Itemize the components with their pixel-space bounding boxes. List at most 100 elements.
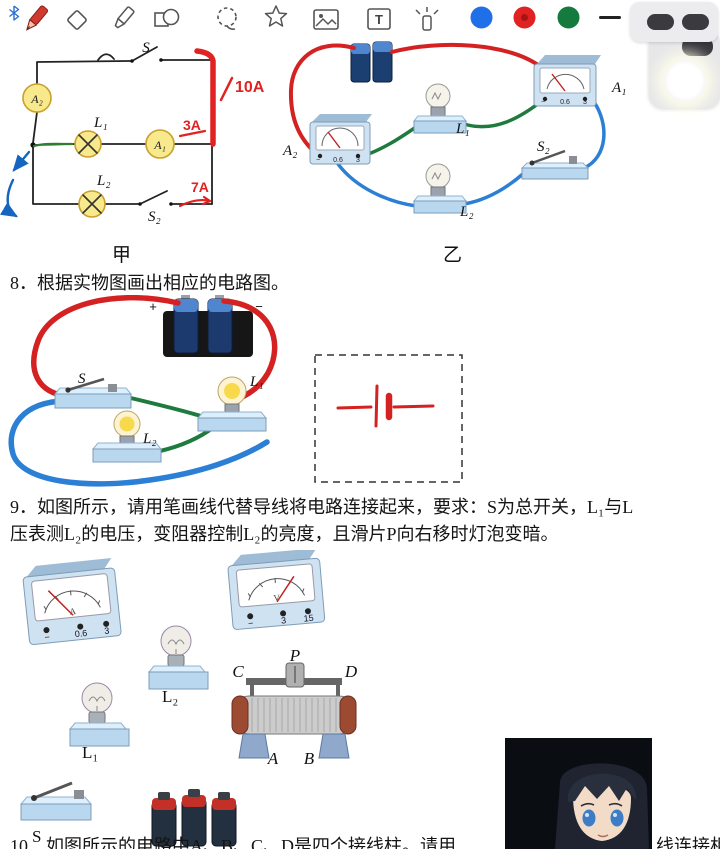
svg-text:0.6: 0.6 xyxy=(74,628,87,639)
annotation-toolbar: T xyxy=(0,0,720,40)
ammeter-a1-symbol: A₁ xyxy=(145,129,175,159)
window-controls-panel xyxy=(630,2,718,42)
rheostat-terminal-d: D xyxy=(344,662,358,681)
switch-s2-photo xyxy=(520,149,590,180)
ammeter-a1-label: A₁ xyxy=(153,138,166,152)
lamp-l1-q9-label: L₁ xyxy=(82,743,98,762)
current-branch1-annotation: 3A xyxy=(183,117,201,133)
switch-s2-photo-label: S₂ xyxy=(537,139,550,155)
lamp-l2-photo xyxy=(412,163,468,214)
marker-tool-icon[interactable] xyxy=(108,4,138,34)
voltmeter-unit: V xyxy=(273,593,281,604)
lamp-l1-symbol xyxy=(74,130,102,158)
figure-q8-photo: + − S L₁ xyxy=(8,295,463,487)
lamp-l1-q8-label: L₁ xyxy=(249,374,264,390)
batteries-q9 xyxy=(151,789,237,847)
ammeter-unit: A xyxy=(69,606,77,617)
blue-pen-annotations xyxy=(0,150,31,218)
battery-plus-label: + xyxy=(149,299,157,314)
caption-jia: 甲 xyxy=(112,245,131,266)
caption-yi: 乙 xyxy=(443,245,462,266)
lamp-l2-q9-label: L₂ xyxy=(162,687,178,706)
figure-circuit-comparison: A₂ A₁ S L₁ L₂ S₂ xyxy=(0,40,626,266)
red-pen-annotations xyxy=(178,48,234,208)
rheostat-q9 xyxy=(231,662,357,759)
color-swatch-green[interactable] xyxy=(557,6,580,29)
color-swatch-red[interactable] xyxy=(513,6,536,29)
shapes-tool-icon[interactable] xyxy=(152,4,182,34)
minimize-line-icon[interactable] xyxy=(599,16,621,19)
svg-text:3: 3 xyxy=(104,626,110,636)
lamp-l2-symbol xyxy=(78,190,106,218)
lamp-l2-q9 xyxy=(147,625,209,690)
ammeter-a1: − 0.6 3 xyxy=(533,55,601,107)
switch-q9-label: S xyxy=(32,827,41,846)
figure-q9-components: A − 0.6 3 V − 3 15 xyxy=(19,550,358,847)
question-9-text: 9．如图所示，请用笔画线代替导线将电路连接起来，要求：S为总开关，L₁与L 压表… xyxy=(10,494,633,548)
lamp-l1-q8 xyxy=(196,376,268,432)
question-9-line2: 压表测L₂的电压，变阻器控制L₂的亮度，且滑片P向右移时灯泡变暗。 xyxy=(10,524,559,544)
battery-minus-label: − xyxy=(255,299,263,314)
flashlight-button[interactable] xyxy=(664,60,706,102)
ammeter-a2-label: A₂ xyxy=(30,92,43,106)
svg-text:−: − xyxy=(44,632,50,642)
svg-text:15: 15 xyxy=(303,613,314,624)
svg-text:0.6: 0.6 xyxy=(333,157,343,164)
bluetooth-icon[interactable] xyxy=(8,5,20,21)
ammeter-a1-photo-label: A₁ xyxy=(611,80,626,96)
voltmeter-q9: V − 3 15 xyxy=(227,550,326,630)
rheostat-terminal-c: C xyxy=(232,662,244,681)
battery-symbol-drawn xyxy=(336,384,435,428)
svg-text:3: 3 xyxy=(356,157,360,164)
lamp-l2-q8 xyxy=(91,410,163,463)
ammeter-q9: A − 0.6 3 xyxy=(22,557,122,646)
image-tool-icon[interactable] xyxy=(311,5,341,35)
svg-text:3: 3 xyxy=(583,99,587,106)
answer-box[interactable] xyxy=(314,354,463,483)
ammeter-a2-symbol: A₂ xyxy=(22,83,52,113)
laser-pointer-icon[interactable] xyxy=(412,4,442,34)
color-swatch-blue[interactable] xyxy=(470,6,493,29)
ammeter-a2-photo-label: A₂ xyxy=(282,143,297,159)
rheostat-terminal-b: B xyxy=(304,749,315,768)
lamp-l1-label: L₁ xyxy=(93,115,108,131)
circuit-photo-yi: − 0.6 3 A₂ − 0.6 3 A₁ xyxy=(282,41,626,266)
lamp-l2-photo-label: L₂ xyxy=(459,204,474,220)
svg-text:3: 3 xyxy=(281,615,287,625)
lamp-l2-q8-label: L₂ xyxy=(142,431,157,447)
battery-pack xyxy=(350,41,393,83)
rheostat-terminal-a: A xyxy=(267,749,279,768)
switch-s-label: S xyxy=(142,40,150,56)
switch-q8-label: S xyxy=(78,371,86,387)
text-tool-icon[interactable]: T xyxy=(364,5,394,35)
question-8-text: 8．根据实物图画出相应的电路图。 xyxy=(10,273,289,293)
window-control-button-2[interactable] xyxy=(682,14,709,30)
switch-q9 xyxy=(19,781,93,821)
current-total-annotation: 10A xyxy=(235,79,265,96)
ammeter-a2: − 0.6 3 xyxy=(309,114,372,165)
switch-s2-label: S₂ xyxy=(148,209,161,225)
svg-text:−: − xyxy=(248,618,254,628)
pen-tool-icon[interactable] xyxy=(16,1,54,39)
question-9-line1: 9．如图所示，请用笔画线代替导线将电路连接起来，要求：S为总开关，L₁与L xyxy=(10,497,634,517)
switch-q8 xyxy=(53,377,133,409)
worksheet-canvas[interactable]: A₂ A₁ S L₁ L₂ S₂ xyxy=(0,40,720,849)
lasso-tool-icon[interactable] xyxy=(213,4,243,34)
lamp-l2-label: L₂ xyxy=(96,173,111,189)
question-10-text-left: 10．如图所示的电路中A、B、C、D是四个接线柱。请用 xyxy=(10,836,457,849)
window-control-button-1[interactable] xyxy=(647,14,674,30)
lamp-l1-photo-label: L₁ xyxy=(455,121,470,137)
eraser-tool-icon[interactable] xyxy=(62,5,92,35)
battery-pack-q8 xyxy=(163,295,253,357)
question-10-text-right: 线连接相 xyxy=(656,836,720,849)
lamp-l1-photo xyxy=(412,83,468,134)
svg-text:T: T xyxy=(375,12,383,27)
svg-text:−: − xyxy=(541,99,545,106)
star-tool-icon[interactable] xyxy=(261,3,291,33)
circuit-diagram-jia: A₂ A₁ S L₁ L₂ S₂ xyxy=(0,40,265,266)
webcam-overlay[interactable] xyxy=(505,738,652,849)
lamp-l1-q9 xyxy=(68,682,130,747)
webcam-avatar xyxy=(505,738,652,849)
rheostat-slider-p: P xyxy=(289,646,300,665)
svg-text:0.6: 0.6 xyxy=(560,99,570,106)
